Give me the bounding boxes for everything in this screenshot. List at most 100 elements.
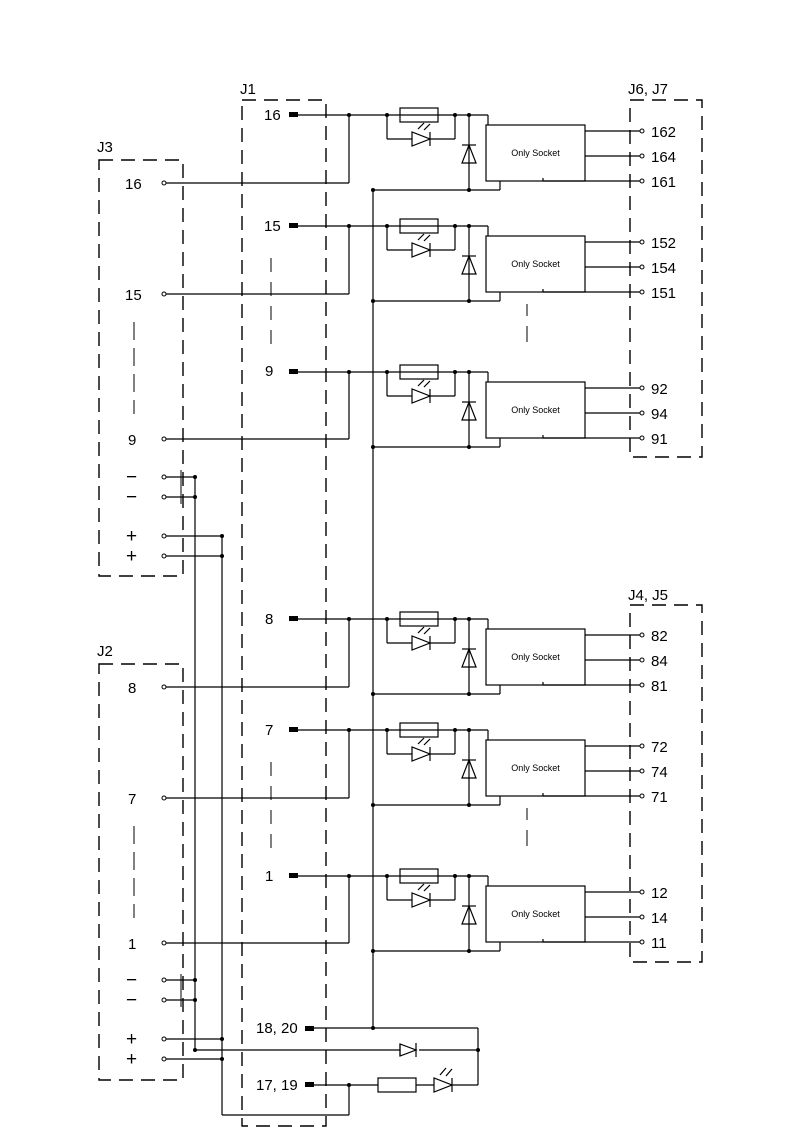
output-terminal-label: 161 — [651, 174, 676, 191]
j1-pin-15: 15 — [264, 218, 281, 235]
output-terminal — [639, 793, 645, 799]
supply-resistor — [377, 1077, 417, 1093]
output-terminal — [639, 768, 645, 774]
resistor — [399, 107, 439, 123]
relay-socket-label: Only Socket — [511, 259, 560, 269]
j2-plus-1: + — [126, 1029, 137, 1050]
power-junctions — [193, 475, 480, 1087]
output-terminal — [639, 410, 645, 416]
relay-socket-label: Only Socket — [511, 763, 560, 773]
resistor — [399, 218, 439, 234]
j1-pin-9: 9 — [265, 363, 273, 380]
led — [411, 122, 432, 147]
j2-plus-2: + — [126, 1049, 137, 1070]
j1-pin-1: 1 — [265, 868, 273, 885]
j3-minus-2: − — [126, 487, 137, 508]
j1-pin-17-19: 17, 19 — [256, 1077, 298, 1094]
output-terminal-label: 162 — [651, 124, 676, 141]
output-terminal — [639, 385, 645, 391]
j3-pin-15: 15 — [125, 287, 142, 304]
output-terminal — [639, 657, 645, 663]
j2-pin-8: 8 — [128, 680, 136, 697]
led — [411, 883, 432, 908]
j3-plus-2: + — [126, 546, 137, 567]
resistor — [399, 868, 439, 884]
relay-socket-box — [485, 124, 586, 182]
j2-pin-1: 1 — [128, 936, 136, 953]
j1-pin-18-20: 18, 20 — [256, 1020, 298, 1037]
output-terminal — [639, 914, 645, 920]
output-terminal-label: 91 — [651, 431, 668, 448]
j2-minus-2: − — [126, 990, 137, 1011]
output-terminal-label: 94 — [651, 406, 668, 423]
relay-socket-label: Only Socket — [511, 652, 560, 662]
output-terminal-label: 12 — [651, 885, 668, 902]
power-wiring — [164, 476, 479, 1116]
supply-diode — [399, 1043, 418, 1057]
output-terminal — [639, 939, 645, 945]
output-terminal — [639, 153, 645, 159]
output-terminal-label: 84 — [651, 653, 668, 670]
j2-label: J2 — [97, 643, 113, 660]
j4-j5-connector-box — [629, 604, 703, 963]
j2-minus-1: − — [126, 970, 137, 991]
output-terminal-label: 82 — [651, 628, 668, 645]
flyback-diode — [461, 143, 477, 164]
j2-pin-labels: 8 7 1 — [128, 680, 136, 953]
output-terminal — [639, 889, 645, 895]
output-terminal-label: 81 — [651, 678, 668, 695]
output-terminal — [639, 435, 645, 441]
output-terminal-label: 11 — [651, 935, 667, 952]
relay-socket-label: Only Socket — [511, 909, 560, 919]
input-terminal — [161, 684, 167, 690]
supply-led — [433, 1067, 454, 1093]
output-terminal — [639, 264, 645, 270]
j6-j7-connector-box — [629, 99, 703, 458]
j3-pin-labels: 16 15 9 — [125, 176, 142, 449]
continuation-marks — [133, 258, 528, 918]
j1-label: J1 — [240, 81, 256, 98]
input-terminal — [161, 436, 167, 442]
j1-pin-labels: 16 15 9 8 7 1 18, 20 17, 19 — [256, 107, 298, 1094]
output-terminal-label: 14 — [651, 910, 668, 927]
output-terminal-label: 74 — [651, 764, 668, 781]
resistor — [399, 611, 439, 627]
j1-pin-8: 8 — [265, 611, 273, 628]
j3-label: J3 — [97, 139, 113, 156]
output-terminal-label: 164 — [651, 149, 676, 166]
output-terminal-label: 92 — [651, 381, 668, 398]
flyback-diode — [461, 647, 477, 668]
flyback-diode — [461, 904, 477, 925]
output-terminal — [639, 289, 645, 295]
output-terminal — [639, 682, 645, 688]
flyback-diode — [461, 758, 477, 779]
led — [411, 233, 432, 258]
relay-socket-box — [485, 885, 586, 943]
j1-pin-16: 16 — [264, 107, 281, 124]
j3-pin-9: 9 — [128, 432, 136, 449]
output-terminal — [639, 178, 645, 184]
j1-pin-7: 7 — [265, 722, 273, 739]
relay-socket-box — [485, 739, 586, 797]
relay-socket-box — [485, 628, 586, 686]
flyback-diode — [461, 400, 477, 421]
output-terminal — [639, 128, 645, 134]
input-terminal — [161, 180, 167, 186]
resistor — [399, 364, 439, 380]
resistor — [399, 722, 439, 738]
output-terminal-label: 154 — [651, 260, 676, 277]
j3-minus-1: − — [126, 467, 137, 488]
relay-channel: Only Socket 82 84 81 — [161, 611, 668, 696]
j3-connector-box — [98, 159, 184, 577]
input-terminal — [161, 795, 167, 801]
j2-pin-7: 7 — [128, 791, 136, 808]
relay-socket-box — [485, 381, 586, 439]
j6-j7-label: J6, J7 — [628, 81, 668, 98]
output-terminal — [639, 743, 645, 749]
power-terminals — [161, 474, 167, 1062]
